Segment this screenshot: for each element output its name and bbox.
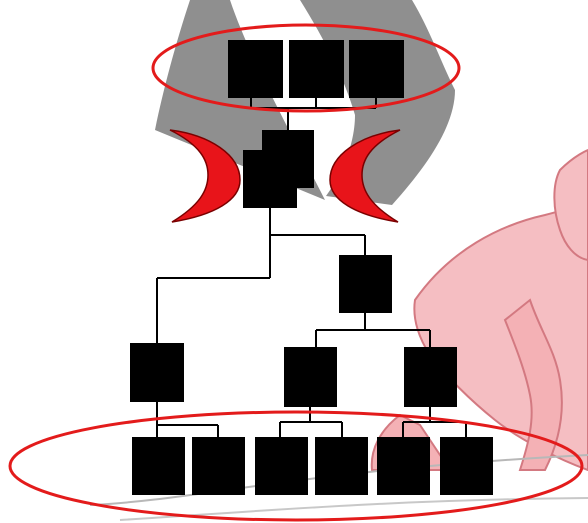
box-gen4-left	[130, 343, 184, 402]
box-gen4-middle	[284, 347, 337, 407]
box-bottom-3	[255, 437, 308, 495]
figure-body	[414, 205, 588, 470]
box-bottom-2	[192, 437, 245, 495]
box-gen4-right	[404, 347, 457, 407]
box-top-1	[228, 40, 283, 98]
box-top-2	[289, 40, 344, 98]
box-bottom-4	[315, 437, 368, 495]
box-bottom-5	[377, 437, 430, 495]
box-gen3	[339, 255, 392, 313]
box-bottom-1	[132, 437, 185, 495]
box-top-3	[349, 40, 404, 98]
box-bottom-6	[440, 437, 493, 495]
box-middle-front	[243, 150, 297, 208]
